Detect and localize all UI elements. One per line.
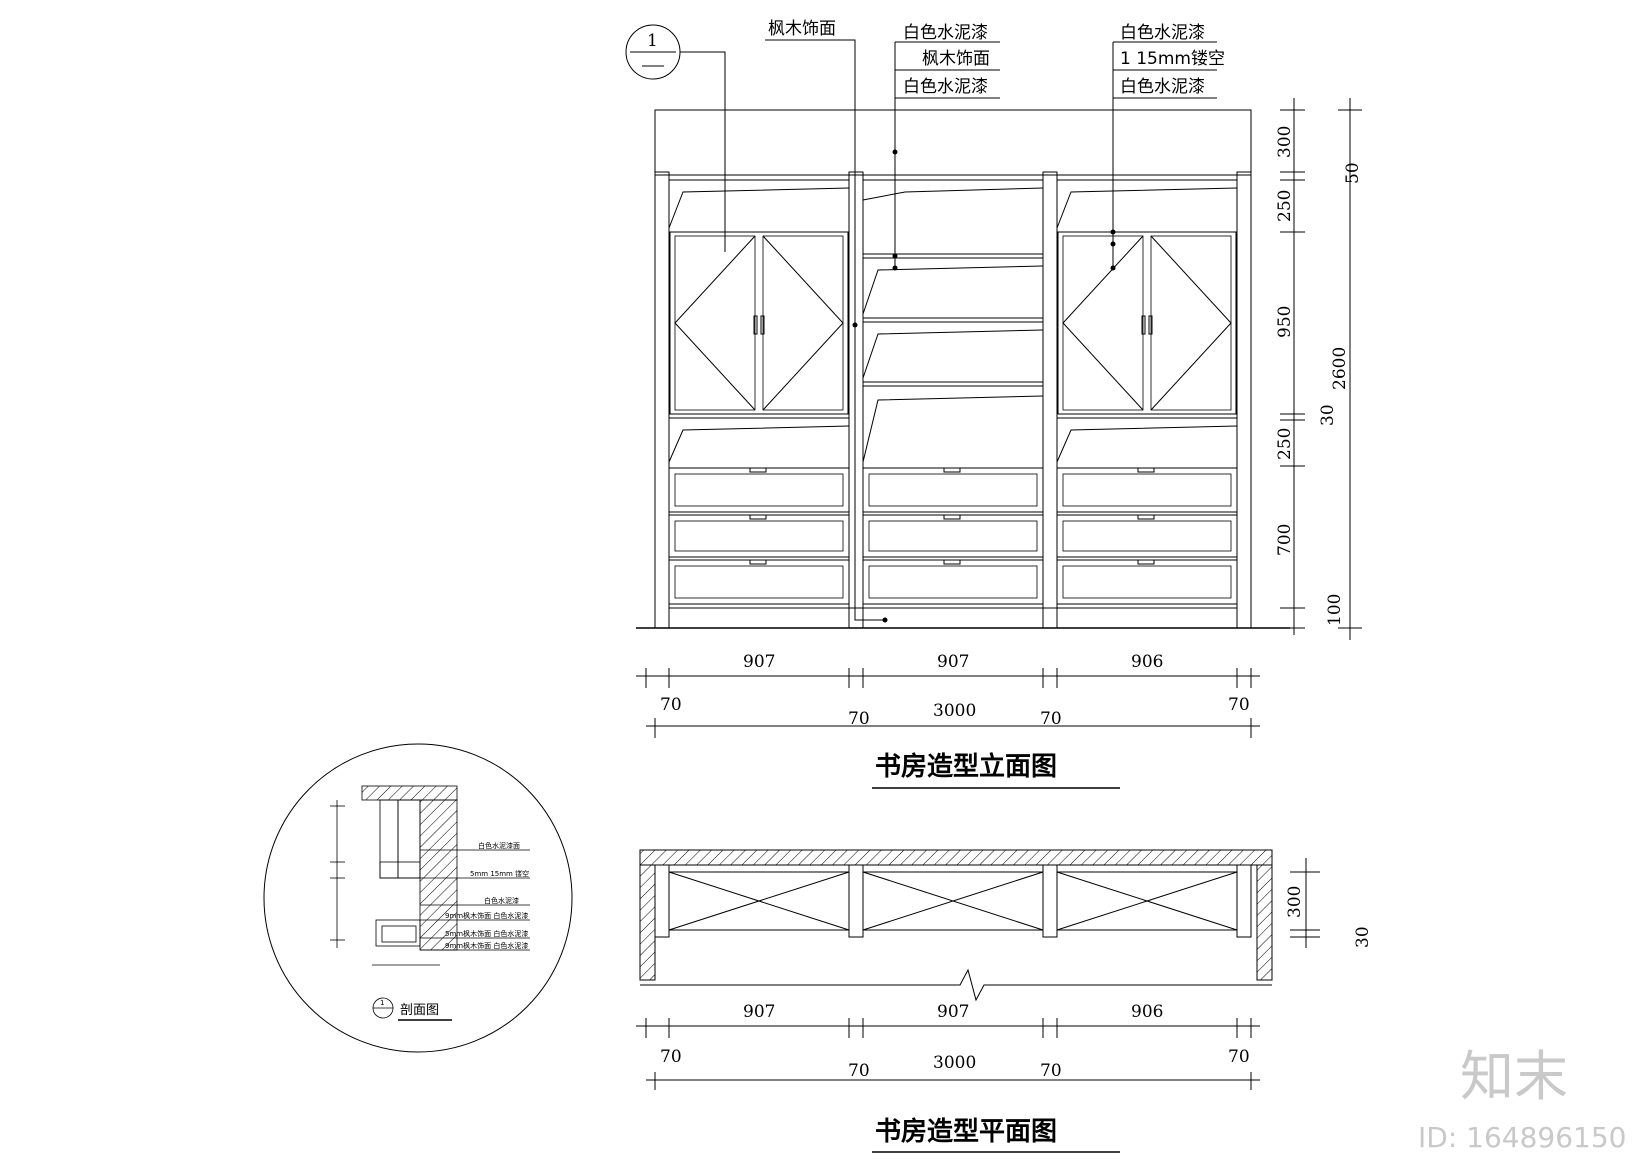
dim-250-bottom: 250: [1275, 428, 1295, 460]
side-70-d: 70: [1228, 695, 1250, 715]
detail-note-3: 白色水泥漆: [484, 896, 519, 905]
plan-side-70-d: 70: [1228, 1047, 1250, 1067]
plan-depth-300: 300: [1285, 886, 1305, 918]
plan-depth-dimensions: 300 30: [1285, 858, 1373, 948]
plan-side-70-a: 70: [660, 1047, 682, 1067]
dim-250-top: 250: [1275, 190, 1295, 222]
cabinet-uprights: [654, 171, 1252, 629]
callout-maple-veneer-2: 枫木饰面: [922, 49, 990, 69]
elevation-width-dimensions: 907 907 906 70 70 70 70 3000: [636, 652, 1260, 738]
side-70-a: 70: [660, 695, 682, 715]
callout-white-paint-2: 白色水泥漆: [903, 77, 988, 97]
section-marker: 1: [625, 24, 726, 252]
dim-2600: 2600: [1330, 347, 1350, 390]
section-detail: 白色水泥漆面 5mm 15mm 镂空 白色水泥漆 9mm枫木饰面 白色水泥漆 5…: [263, 743, 573, 1053]
watermark: 知末 ID: 164896150: [1418, 1045, 1626, 1154]
callout-white-paint-4: 白色水泥漆: [1120, 77, 1205, 97]
plan-depth-30: 30: [1353, 926, 1373, 948]
plan-back-wall: [639, 849, 1273, 866]
width-907-b: 907: [937, 652, 969, 672]
plan-right-wall: [1256, 864, 1273, 981]
side-70-b: 70: [848, 709, 870, 729]
plan-title: 书房造型平面图: [875, 1117, 1057, 1147]
detail-circle: [263, 743, 573, 1053]
plan-side-70-b: 70: [848, 1061, 870, 1081]
middle-open-shelves: [862, 253, 1044, 463]
total-3000: 3000: [933, 701, 976, 721]
elevation-drawing: 1 枫木饰面 白色水泥漆: [625, 19, 1363, 789]
elevation-title: 书房造型立面图: [875, 751, 1057, 782]
callout-labels: 枫木饰面 白色水泥漆 枫木饰面 白色水泥漆 白色水泥漆 1 15mm镂空 白色水…: [768, 19, 1225, 97]
drawers: [668, 467, 1238, 609]
dim-950: 950: [1275, 306, 1295, 338]
detail-note-5: 5mm枫木饰面 白色水泥漆: [445, 929, 528, 938]
plan-side-70-c: 70: [1040, 1061, 1062, 1081]
callout-maple-veneer-1: 枫木饰面: [768, 19, 836, 39]
detail-note-4: 9mm枫木饰面 白色水泥漆: [445, 911, 528, 920]
width-906: 906: [1131, 652, 1163, 672]
width-907-a: 907: [743, 652, 775, 672]
watermark-brand: 知末: [1460, 1045, 1568, 1108]
plan-width-dimensions: 907 907 906 70 70 70 70 3000: [636, 1002, 1260, 1090]
detail-note-1: 白色水泥漆面: [478, 841, 520, 850]
plan-total-3000: 3000: [933, 1053, 976, 1073]
plan-drawing: 300 30 907 907 906 70 70 70 70 3000 书房造型…: [636, 849, 1373, 1153]
dim-50: 50: [1343, 162, 1363, 184]
plan-width-906: 906: [1131, 1002, 1163, 1022]
dim-300: 300: [1275, 126, 1295, 158]
callout-white-paint-1: 白色水泥漆: [903, 23, 988, 43]
right-dimension-chain: 300 250 950 30 250 700 100 50 2600: [1275, 98, 1363, 640]
plan-left-wall: [639, 864, 656, 981]
plan-width-907-b: 907: [937, 1002, 969, 1022]
callout-white-paint-3: 白色水泥漆: [1120, 23, 1205, 43]
plan-width-907-a: 907: [743, 1002, 775, 1022]
detail-marker-number: 1: [380, 999, 384, 1007]
detail-note-2: 5mm 15mm 镂空: [470, 869, 529, 878]
detail-note-6: 9mm枫木饰面 白色水泥漆: [445, 941, 528, 950]
left-door-pair: [669, 231, 849, 415]
right-door-pair: [1057, 231, 1237, 415]
callout-perforated: 1 15mm镂空: [1120, 49, 1225, 69]
bulkhead: [654, 109, 1252, 176]
detail-title: 剖面图: [400, 1003, 439, 1018]
section-marker-number: 1: [647, 31, 658, 51]
side-70-c: 70: [1040, 709, 1062, 729]
watermark-id: ID: 164896150: [1418, 1121, 1626, 1154]
dim-700: 700: [1275, 524, 1295, 556]
top-shelves: [668, 179, 1238, 229]
dim-100: 100: [1325, 594, 1345, 626]
dim-30-mid: 30: [1318, 404, 1338, 426]
callout-leaders: [765, 39, 1217, 623]
lower-fascia: [668, 417, 1238, 463]
